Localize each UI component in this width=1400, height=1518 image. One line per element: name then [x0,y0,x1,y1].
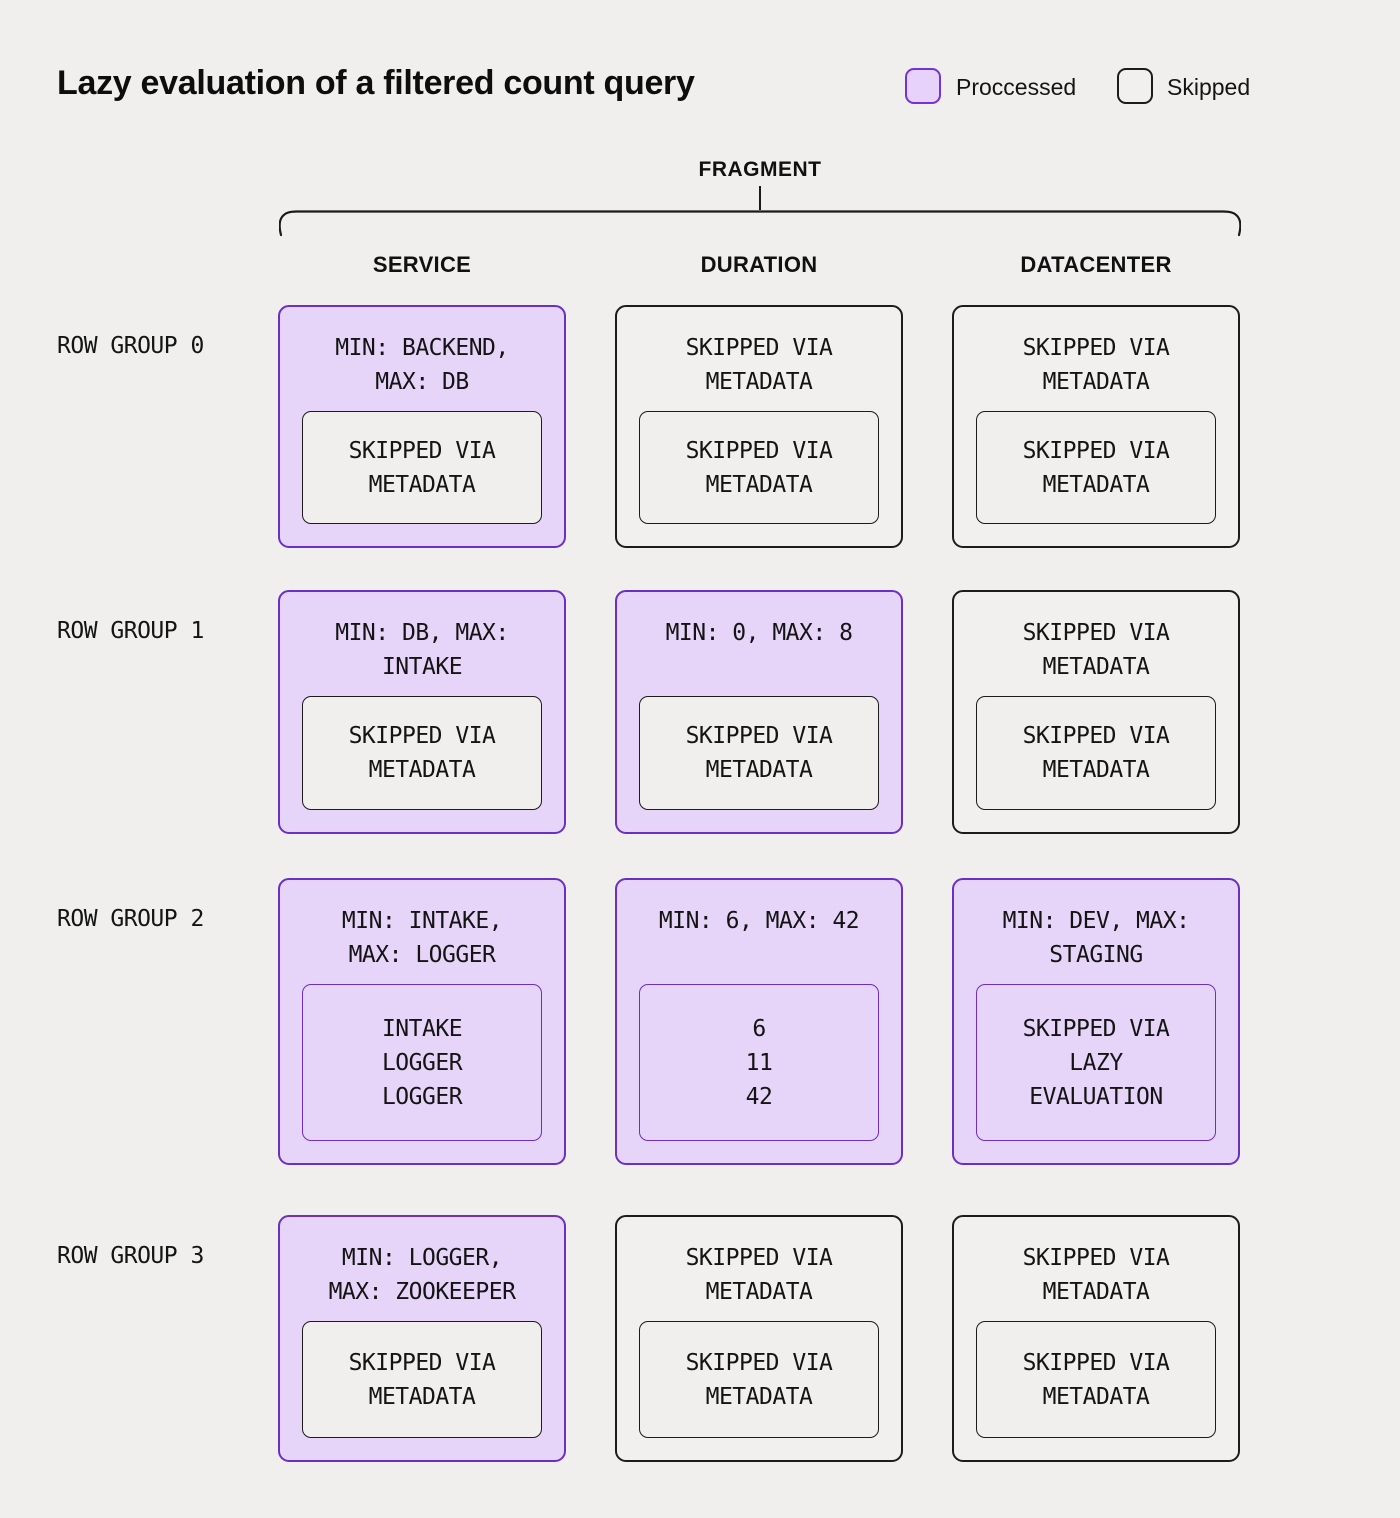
cell-inner-box: SKIPPED VIA METADATA [976,1321,1216,1438]
cell-inner-box: INTAKE LOGGER LOGGER [302,984,542,1141]
cell-meta-text: SKIPPED VIA METADATA [685,1245,833,1305]
row-group-label: ROW GROUP 0 [57,333,204,359]
cell-inner-box: 6 11 42 [639,984,879,1141]
row-group-0: ROW GROUP 0 MIN: BACKEND, MAX: DB SKIPPE… [0,305,1400,548]
row-group-label: ROW GROUP 1 [57,618,204,644]
cell-meta-text: SKIPPED VIA METADATA [685,335,833,395]
cell-meta-text: MIN: 0, MAX: 8 [665,620,853,646]
cell-inner-box: SKIPPED VIA METADATA [639,696,879,810]
cell-rg3-duration: SKIPPED VIA METADATA SKIPPED VIA METADAT… [615,1215,903,1462]
cell-meta-text: MIN: DEV, MAX: STAGING [1002,908,1190,968]
legend-processed-swatch [905,68,941,104]
row-group-label: ROW GROUP 2 [57,906,204,932]
cell-meta-text: SKIPPED VIA METADATA [1022,335,1170,395]
cell-inner-box: SKIPPED VIA METADATA [976,696,1216,810]
row-group-1: ROW GROUP 1 MIN: DB, MAX: INTAKE SKIPPED… [0,590,1400,834]
cell-meta-text: MIN: BACKEND, MAX: DB [335,335,509,395]
fragment-stem-line [759,186,761,210]
fragment-label: FRAGMENT [698,158,822,181]
cell-rg3-datacenter: SKIPPED VIA METADATA SKIPPED VIA METADAT… [952,1215,1240,1462]
cell-rg1-datacenter: SKIPPED VIA METADATA SKIPPED VIA METADAT… [952,590,1240,834]
cell-meta-text: SKIPPED VIA METADATA [1022,620,1170,680]
cell-rg1-duration: MIN: 0, MAX: 8 SKIPPED VIA METADATA [615,590,903,834]
cell-inner-box: SKIPPED VIA METADATA [976,411,1216,524]
cell-inner-box: SKIPPED VIA METADATA [639,411,879,524]
row-group-3: ROW GROUP 3 MIN: LOGGER, MAX: ZOOKEEPER … [0,1215,1400,1462]
cell-meta-text: MIN: INTAKE, MAX: LOGGER [341,908,503,968]
column-header-duration: DURATION [700,252,818,277]
page-title: Lazy evaluation of a filtered count quer… [57,64,695,102]
cell-rg2-datacenter: MIN: DEV, MAX: STAGING SKIPPED VIA LAZY … [952,878,1240,1165]
cell-rg0-duration: SKIPPED VIA METADATA SKIPPED VIA METADAT… [615,305,903,548]
cell-inner-box: SKIPPED VIA METADATA [302,1321,542,1438]
cell-rg2-duration: MIN: 6, MAX: 42 6 11 42 [615,878,903,1165]
row-group-label: ROW GROUP 3 [57,1243,204,1269]
column-header-datacenter: DATACENTER [1020,252,1172,277]
cell-rg0-datacenter: SKIPPED VIA METADATA SKIPPED VIA METADAT… [952,305,1240,548]
cell-inner-box: SKIPPED VIA LAZY EVALUATION [976,984,1216,1141]
cell-inner-box: SKIPPED VIA METADATA [302,411,542,524]
cell-meta-text: SKIPPED VIA METADATA [1022,1245,1170,1305]
cell-inner-box: SKIPPED VIA METADATA [639,1321,879,1438]
cell-rg1-service: MIN: DB, MAX: INTAKE SKIPPED VIA METADAT… [278,590,566,834]
legend-skipped-label: Skipped [1167,74,1251,100]
legend-skipped-swatch [1117,68,1153,104]
cell-meta-text: MIN: DB, MAX: INTAKE [335,620,509,680]
cell-rg3-service: MIN: LOGGER, MAX: ZOOKEEPER SKIPPED VIA … [278,1215,566,1462]
column-header-service: SERVICE [372,252,472,277]
fragment-bracket [279,210,1241,237]
cell-inner-box: SKIPPED VIA METADATA [302,696,542,810]
cell-rg0-service: MIN: BACKEND, MAX: DB SKIPPED VIA METADA… [278,305,566,548]
row-group-2: ROW GROUP 2 MIN: INTAKE, MAX: LOGGER INT… [0,878,1400,1165]
cell-meta-text: MIN: LOGGER, MAX: ZOOKEEPER [328,1245,516,1305]
cell-rg2-service: MIN: INTAKE, MAX: LOGGER INTAKE LOGGER L… [278,878,566,1165]
legend-processed-label: Proccessed [956,74,1077,100]
cell-meta-text: MIN: 6, MAX: 42 [658,908,860,934]
